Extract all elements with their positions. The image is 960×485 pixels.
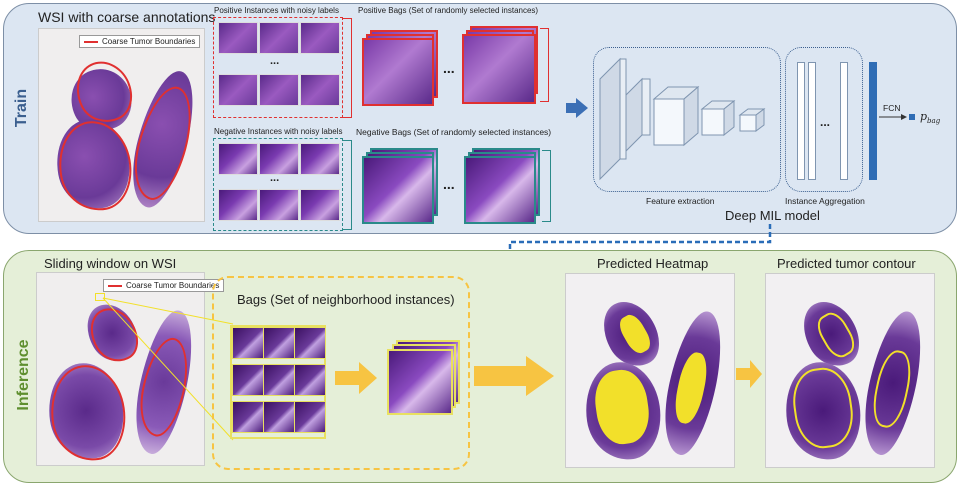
neg-bag-front <box>464 156 536 224</box>
pos-instance-tile <box>300 22 340 54</box>
feature-extraction-box <box>593 47 781 192</box>
grid-cell <box>294 401 326 433</box>
pos-instance-tile <box>218 22 258 54</box>
inference-legend-label: Coarse Tumor Boundaries <box>126 281 220 290</box>
pos-instances-box: ... <box>213 17 343 118</box>
pos-instance-tile <box>259 22 299 54</box>
p-bag-symbol: p <box>920 110 928 123</box>
neighborhood-grid <box>230 325 326 439</box>
neg-bags-label: Negative Bags (Set of randomly selected … <box>356 127 552 137</box>
feature-extraction-label: Feature extraction <box>646 196 715 206</box>
instance-aggregation-box <box>785 47 863 192</box>
fcn-label: FCN <box>883 103 901 113</box>
zoom-guide-lines-icon <box>102 297 234 441</box>
neighborhood-bags-box <box>212 276 470 470</box>
deep-mil-label: Deep MIL model <box>725 208 820 223</box>
inf-bag-front <box>387 349 453 415</box>
grid-cell <box>232 364 264 396</box>
legend-line-icon <box>84 40 98 43</box>
grid-cell <box>294 327 326 359</box>
pos-bags-brace <box>540 28 549 102</box>
bag-to-heatmap-arrow-icon <box>474 356 554 396</box>
pos-instances-label: Positive Instances with noisy labels <box>214 6 339 15</box>
output-node <box>909 114 915 120</box>
grid-cell <box>232 401 264 433</box>
pos-bag-front <box>462 34 536 104</box>
heatmap-title: Predicted Heatmap <box>597 256 709 271</box>
inference-side-label: Inference <box>15 339 32 411</box>
pos-instance-tile <box>300 74 340 106</box>
grid-to-bag-arrow-icon <box>335 362 377 394</box>
train-wsi-slide: Coarse Tumor Boundaries <box>38 28 205 222</box>
pos-instances-ellipsis: ... <box>270 55 280 67</box>
contour-slide <box>765 273 935 468</box>
cnn-blocks-icon <box>599 57 766 181</box>
neg-instance-tile <box>218 189 258 221</box>
train-arrow-icon <box>566 98 588 118</box>
neg-instance-tile <box>259 143 299 175</box>
sliding-window-marker <box>95 293 105 301</box>
neg-instances-ellipsis: ... <box>270 172 280 184</box>
pos-bags-label: Positive Bags (Set of randomly selected … <box>358 6 539 15</box>
fcn-arrow-icon <box>879 114 907 120</box>
heatmap-slide <box>565 273 735 468</box>
pos-instance-tile <box>218 74 258 106</box>
neg-instances-label: Negative Instances with noisy labels <box>214 127 343 136</box>
inference-wsi-slide: Coarse Tumor Boundaries <box>36 272 225 466</box>
neg-bags-ellipsis: ... <box>443 176 455 192</box>
legend-line-icon <box>108 284 122 287</box>
instance-aggregation-label: Instance Aggregation <box>785 196 865 206</box>
p-bag-label: pbag <box>920 110 940 125</box>
pos-bags-ellipsis: ... <box>443 60 455 76</box>
aggregation-column <box>808 62 816 180</box>
pos-bag-front <box>362 38 434 106</box>
grid-cell <box>294 364 326 396</box>
grid-cell <box>263 401 295 433</box>
train-legend-label: Coarse Tumor Boundaries <box>102 37 196 46</box>
neg-bag-front <box>362 156 434 224</box>
inference-legend: Coarse Tumor Boundaries <box>103 279 225 292</box>
neg-bags-brace <box>542 150 551 222</box>
neg-instance-tile <box>218 143 258 175</box>
tumor-outline-bottom-left <box>51 115 139 217</box>
neg-instance-tile <box>259 189 299 221</box>
neighborhood-bags-label: Bags (Set of neighborhood instances) <box>237 292 455 307</box>
p-bag-subscript: bag <box>927 117 941 126</box>
aggregation-ellipsis: ... <box>820 115 831 129</box>
aggregation-column <box>840 62 848 180</box>
heatmap-to-contour-arrow-icon <box>736 360 762 388</box>
neg-instance-tile <box>300 143 340 175</box>
train-side-label: Train <box>13 88 30 128</box>
contour-title: Predicted tumor contour <box>777 256 916 271</box>
wsi-title: WSI with coarse annotations <box>38 9 216 25</box>
train-legend: Coarse Tumor Boundaries <box>79 35 201 48</box>
grid-cell <box>263 327 295 359</box>
pos-instance-tile <box>259 74 299 106</box>
fcn-bar <box>869 62 877 180</box>
neg-instance-tile <box>300 189 340 221</box>
neg-brace <box>343 140 352 230</box>
grid-cell <box>263 364 295 396</box>
grid-cell <box>232 327 264 359</box>
neg-instances-box: ... <box>213 138 343 231</box>
sliding-window-title: Sliding window on WSI <box>44 256 177 271</box>
pos-brace <box>343 18 352 118</box>
aggregation-column <box>797 62 805 180</box>
